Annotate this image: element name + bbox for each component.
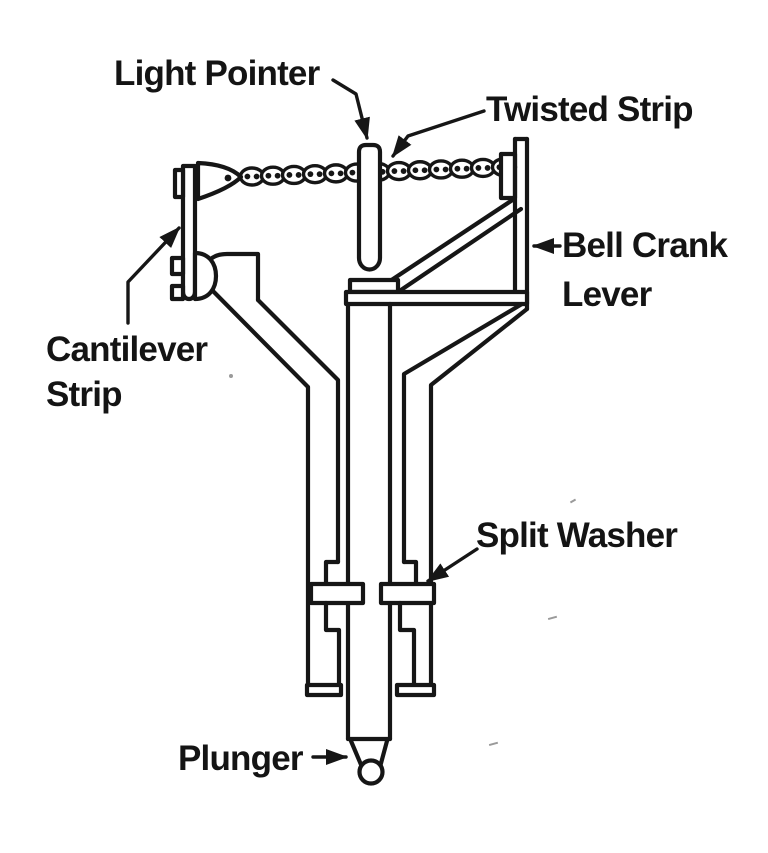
chain-link-dot xyxy=(391,168,398,174)
left-arm-outer xyxy=(206,284,311,689)
labels: Light Pointer Twisted Strip Bell Crank L… xyxy=(46,54,729,778)
left-step-upper xyxy=(323,559,341,587)
chain-link-dot xyxy=(337,170,344,177)
cantilever-top-tab xyxy=(172,167,186,200)
label-split-washer: Split Washer xyxy=(476,516,678,555)
label-plunger: Plunger xyxy=(178,739,304,778)
right-arm-outer xyxy=(428,306,530,689)
chain-link-dot xyxy=(400,168,407,174)
cantilever-arrow xyxy=(126,226,181,325)
chain-link-dot xyxy=(274,172,281,179)
bell-crank-arm-upper xyxy=(387,196,517,284)
bell-crank-lever xyxy=(387,136,530,312)
plunger-cone-right xyxy=(377,738,390,770)
cantilever-side-tab-lower xyxy=(169,283,186,302)
chain-link-dot xyxy=(433,166,440,173)
left-wall-foot xyxy=(304,682,344,698)
label-cantilever-line2: Strip xyxy=(46,375,122,414)
scan-speck xyxy=(229,374,233,378)
scan-speck xyxy=(569,498,577,504)
chain-link-dot xyxy=(316,171,323,178)
scan-speck xyxy=(547,615,558,621)
cantilever-boss xyxy=(192,250,219,302)
meter-body xyxy=(201,251,530,786)
twisted-strip-arrow xyxy=(391,109,486,158)
cantilever-strip xyxy=(169,163,219,302)
chain-link-dot xyxy=(454,165,461,172)
label-bell-crank-line2: Lever xyxy=(562,275,653,314)
chain-link-dot xyxy=(286,172,293,178)
chain-link-dot xyxy=(307,171,314,178)
cone-shape xyxy=(195,160,244,202)
right-step-upper xyxy=(401,559,419,587)
chain-link-dot xyxy=(253,173,260,180)
chain-link-dot xyxy=(463,165,470,172)
label-twisted-strip: Twisted Strip xyxy=(486,90,693,129)
cantilever-side-tab-upper xyxy=(169,255,186,277)
chain-link-dot xyxy=(349,169,356,176)
split-washer-left xyxy=(308,581,366,606)
chain-link-dot xyxy=(475,165,482,171)
right-wall-foot xyxy=(394,682,437,698)
light-pointer-rod xyxy=(356,142,383,272)
right-step-lower xyxy=(397,600,417,689)
cone-pivot-dot xyxy=(224,174,232,182)
chain-link-dot xyxy=(412,167,419,174)
chain-link-dot xyxy=(484,165,491,171)
top-plate xyxy=(343,289,530,307)
label-cantilever-line1: Cantilever xyxy=(46,330,208,369)
left-step-lower xyxy=(323,600,342,689)
label-light-pointer: Light Pointer xyxy=(114,54,321,93)
right-arm-inner xyxy=(401,301,525,565)
leader-arrows xyxy=(126,78,562,765)
chain-link-dot xyxy=(442,166,449,173)
plunger-cone-left xyxy=(348,738,365,770)
bell-crank-arm-lower xyxy=(395,206,524,295)
anchor-cone xyxy=(195,160,244,202)
label-bell-crank-line1: Bell Crank xyxy=(562,226,728,265)
split-washer-arrow xyxy=(426,547,479,583)
chain-link-dot xyxy=(265,172,272,179)
chain-link-dot xyxy=(295,172,302,178)
scan-speck xyxy=(488,741,499,747)
split-washer-right xyxy=(378,581,437,606)
chain-link-dot xyxy=(421,167,428,174)
light-pointer-arrow xyxy=(331,78,370,140)
chain-link-dot xyxy=(244,173,251,180)
chain-link-dot xyxy=(328,170,335,177)
left-arm-inner xyxy=(255,297,341,565)
plunger-ball-tip xyxy=(357,758,385,786)
